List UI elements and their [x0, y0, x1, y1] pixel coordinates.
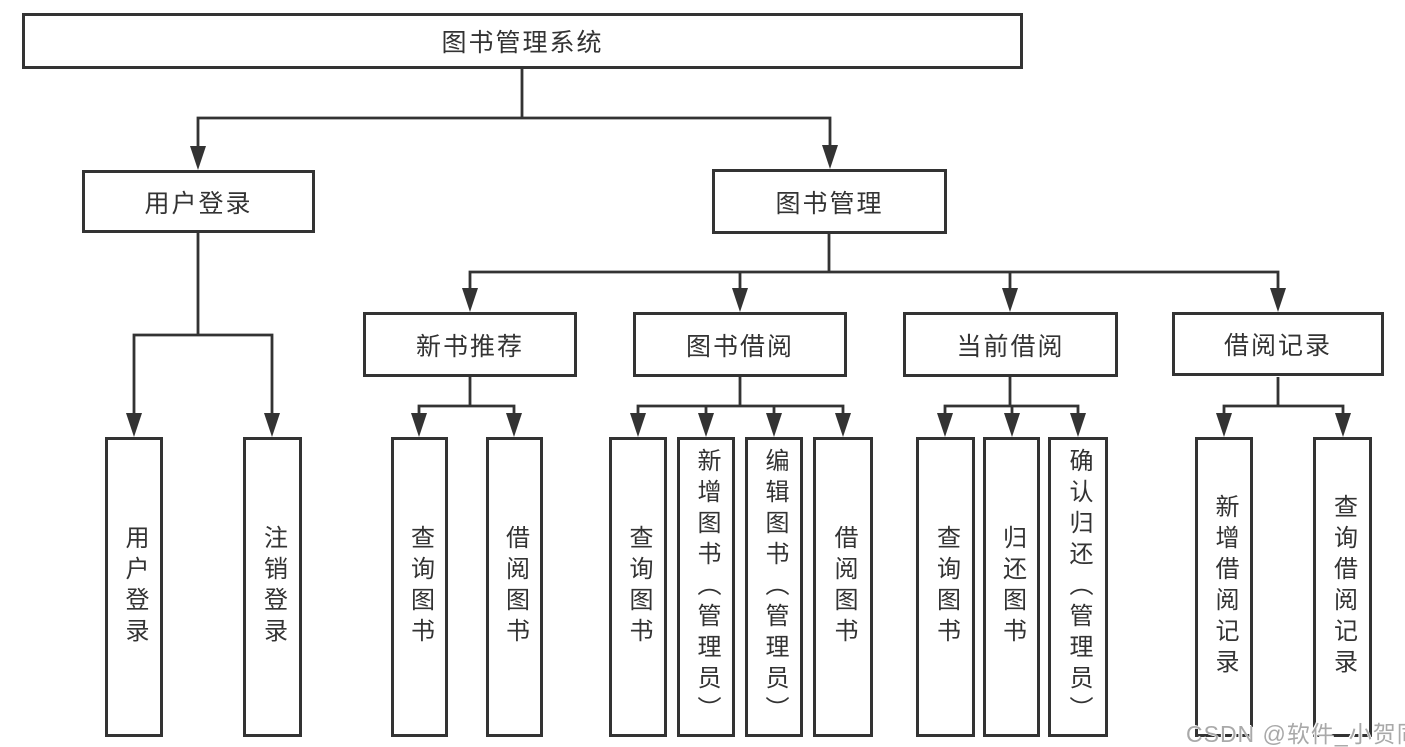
arrow-down-icon — [1070, 413, 1086, 437]
leaf-user-login: 用户登录 — [105, 437, 163, 737]
leaf-confirm-return-admin: 确认归还（管理员） — [1048, 437, 1108, 737]
node-label: 查询图书 — [406, 525, 434, 649]
arrow-down-icon — [1004, 413, 1020, 437]
node-label: 用户登录 — [121, 525, 148, 649]
leaf-add-books-admin: 新增图书（管理员） — [677, 437, 735, 737]
arrow-down-icon — [1335, 413, 1351, 437]
leaf-return-books: 归还图书 — [983, 437, 1040, 737]
node-new-book-recommend: 新书推荐 — [363, 312, 577, 377]
arrow-down-icon — [766, 413, 782, 437]
node-label: 查询借阅记录 — [1329, 494, 1357, 680]
arrow-down-icon — [264, 413, 280, 437]
leaf-query-borrow-record: 查询借阅记录 — [1313, 437, 1372, 737]
node-label: 归还图书 — [998, 525, 1026, 649]
node-label: 图书管理 — [775, 189, 884, 218]
leaf-edit-books-admin: 编辑图书（管理员） — [745, 437, 803, 737]
node-label: 编辑图书（管理员） — [761, 447, 788, 727]
connector-new-book-to-children — [417, 377, 516, 421]
leaf-borrow-books-2: 借阅图书 — [813, 437, 873, 737]
arrowheads — [126, 145, 1351, 437]
leaf-query-books-3: 查询图书 — [916, 437, 975, 737]
node-label: 确认归还（管理员） — [1065, 447, 1092, 727]
node-current-borrowing: 当前借阅 — [903, 312, 1118, 377]
csdn-watermark: CSDN @软件_小贺同学 — [1186, 721, 1405, 747]
node-label: 借阅记录 — [1223, 332, 1332, 360]
node-book-borrowing: 图书借阅 — [633, 312, 847, 377]
connector-user-login-to-children — [132, 233, 274, 420]
leaf-borrow-books-1: 借阅图书 — [486, 437, 543, 737]
arrow-down-icon — [411, 413, 427, 437]
node-root-system: 图书管理系统 — [22, 13, 1023, 69]
node-label: 用户登录 — [144, 189, 253, 218]
node-label: 图书管理系统 — [441, 29, 604, 57]
node-label: 查询图书 — [625, 525, 652, 649]
connector-borrow-record-to-children — [1222, 377, 1345, 421]
leaf-query-books-1: 查询图书 — [391, 437, 448, 737]
arrow-down-icon — [822, 145, 838, 169]
node-label: 新书推荐 — [415, 332, 524, 361]
arrow-down-icon — [732, 288, 748, 312]
arrow-down-icon — [506, 413, 522, 437]
node-label: 新增借阅记录 — [1211, 494, 1238, 680]
connector-root-to-level2 — [196, 69, 832, 152]
leaf-add-borrow-record: 新增借阅记录 — [1195, 437, 1253, 737]
node-label: 图书借阅 — [685, 332, 794, 361]
node-label: 新增图书（管理员） — [693, 447, 720, 727]
arrow-down-icon — [630, 413, 646, 437]
arrow-down-icon — [698, 413, 714, 437]
node-label: 借阅图书 — [501, 525, 529, 649]
node-label: 当前借阅 — [956, 332, 1065, 361]
arrow-down-icon — [1216, 413, 1232, 437]
leaf-logout: 注销登录 — [243, 437, 302, 737]
connector-book-borrow-to-children — [636, 377, 845, 421]
node-book-management: 图书管理 — [712, 169, 947, 234]
leaf-query-books-2: 查询图书 — [609, 437, 667, 737]
node-user-login: 用户登录 — [82, 170, 315, 233]
arrow-down-icon — [1002, 288, 1018, 312]
arrow-down-icon — [835, 413, 851, 437]
arrow-down-icon — [126, 413, 142, 437]
arrow-down-icon — [1270, 288, 1286, 312]
connector-book-mgmt-to-level3 — [468, 234, 1280, 296]
arrow-down-icon — [462, 288, 478, 312]
arrow-down-icon — [937, 413, 953, 437]
node-label: 查询图书 — [932, 525, 960, 649]
node-borrow-records: 借阅记录 — [1172, 312, 1384, 376]
arrow-down-icon — [190, 146, 206, 170]
node-label: 注销登录 — [259, 525, 287, 649]
node-label: 借阅图书 — [830, 525, 857, 649]
